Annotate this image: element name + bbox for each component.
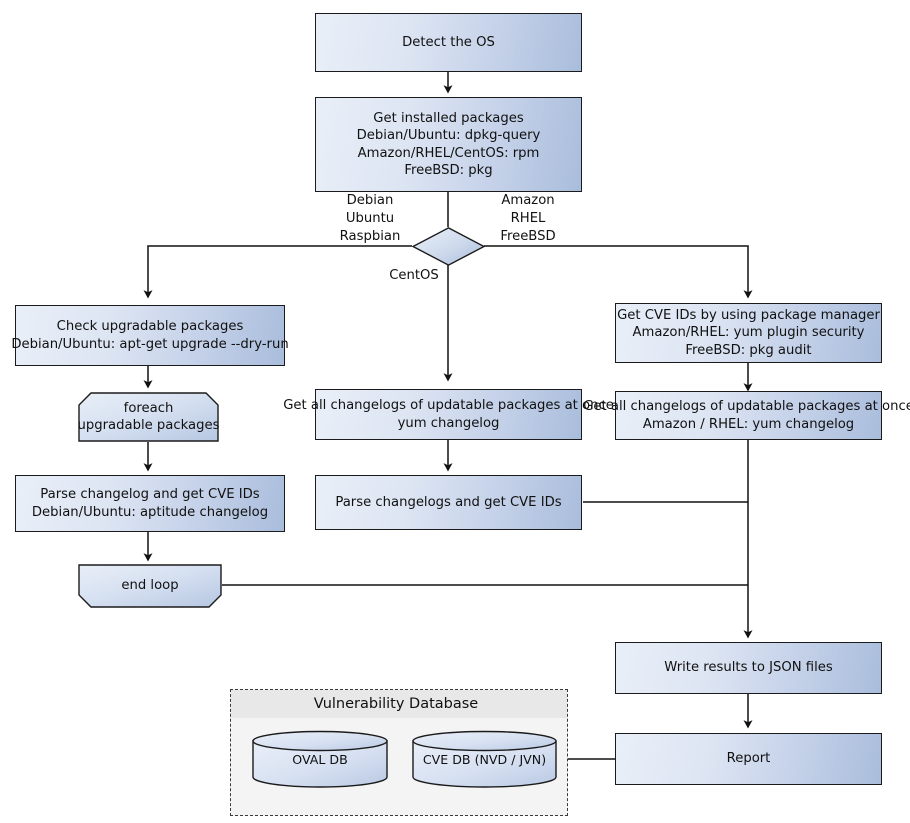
node-write-results-label: Write results to JSON files	[664, 660, 833, 676]
edge-decision-left	[143, 245, 412, 299]
node-check-upgradable[interactable]: Check upgradable packages Debian/Ubuntu:…	[11, 305, 289, 366]
node-check-upgradable-line1: Check upgradable packages	[56, 319, 244, 335]
node-parse-changelogs-centos[interactable]: Parse changelogs and get CVE IDs	[315, 475, 582, 530]
edge-label-down-branch: CentOS	[389, 268, 439, 283]
node-foreach-loop-line2: upgradable packages	[77, 418, 220, 433]
node-parse-changelog-debian-line2: Debian/Ubuntu: aptitude changelog	[31, 504, 269, 520]
node-get-installed-packages-line1: Get installed packages	[373, 110, 524, 126]
edge-label-right-branch: Amazon RHEL FreeBSD	[500, 193, 556, 244]
node-get-installed-packages-line4: FreeBSD: pkg	[404, 162, 493, 178]
node-os-decision[interactable]	[411, 227, 486, 266]
node-get-cve-ids-pkgmgr-line1: Get CVE IDs by using package manager	[617, 307, 880, 323]
edge-decision-right	[484, 245, 753, 299]
node-report-label: Report	[726, 751, 771, 767]
db-cylinder-cve-label: CVE DB (NVD / JVN)	[422, 751, 547, 767]
node-check-upgradable-line2: Debian/Ubuntu: apt-get upgrade --dry-run	[11, 336, 289, 352]
node-get-cve-ids-pkgmgr-line2: Amazon/RHEL: yum plugin security	[632, 325, 865, 341]
node-get-installed-packages[interactable]: Get installed packages Debian/Ubuntu: dp…	[315, 97, 582, 192]
node-end-loop[interactable]: end loop	[78, 564, 222, 608]
node-detect-os[interactable]: Detect the OS	[315, 13, 582, 72]
node-get-changelogs-centos-line2: yum changelog	[397, 415, 500, 431]
node-get-changelogs-amazon[interactable]: Get all changelogs of updatable packages…	[583, 391, 910, 440]
node-foreach-loop-line1: foreach	[123, 400, 174, 416]
vulnerability-database-title-label: Vulnerability Database	[313, 696, 479, 712]
db-cylinder-oval-label: OVAL DB	[292, 751, 348, 767]
node-end-loop-label: end loop	[121, 578, 179, 594]
db-cylinder-cve[interactable]: CVE DB (NVD / JVN)	[412, 730, 557, 788]
vulnerability-database-title: Vulnerability Database	[231, 690, 567, 718]
node-report[interactable]: Report	[615, 733, 882, 785]
edge-label-left-branch: Debian Ubuntu Raspbian	[339, 193, 401, 244]
node-get-cve-ids-pkgmgr[interactable]: Get CVE IDs by using package manager Ama…	[615, 303, 882, 363]
node-get-installed-packages-line2: Debian/Ubuntu: dpkg-query	[356, 128, 541, 144]
node-write-results[interactable]: Write results to JSON files	[615, 642, 882, 694]
node-get-cve-ids-pkgmgr-line3: FreeBSD: pkg audit	[685, 342, 812, 358]
node-get-changelogs-amazon-line1: Get all changelogs of updatable packages…	[583, 399, 910, 415]
node-get-changelogs-centos[interactable]: Get all changelogs of updatable packages…	[283, 389, 614, 440]
node-parse-changelogs-centos-label: Parse changelogs and get CVE IDs	[335, 494, 562, 510]
node-foreach-loop[interactable]: foreach upgradable packages	[78, 392, 219, 442]
node-get-installed-packages-line3: Amazon/RHEL/CentOS: rpm	[357, 145, 540, 161]
db-cylinder-oval[interactable]: OVAL DB	[252, 730, 388, 788]
node-parse-changelog-debian-line1: Parse changelog and get CVE IDs	[40, 487, 260, 503]
node-get-changelogs-centos-line1: Get all changelogs of updatable packages…	[283, 398, 614, 414]
node-get-changelogs-amazon-line2: Amazon / RHEL: yum changelog	[642, 416, 855, 432]
node-detect-os-label: Detect the OS	[402, 34, 495, 50]
node-parse-changelog-debian[interactable]: Parse changelog and get CVE IDs Debian/U…	[15, 475, 285, 532]
